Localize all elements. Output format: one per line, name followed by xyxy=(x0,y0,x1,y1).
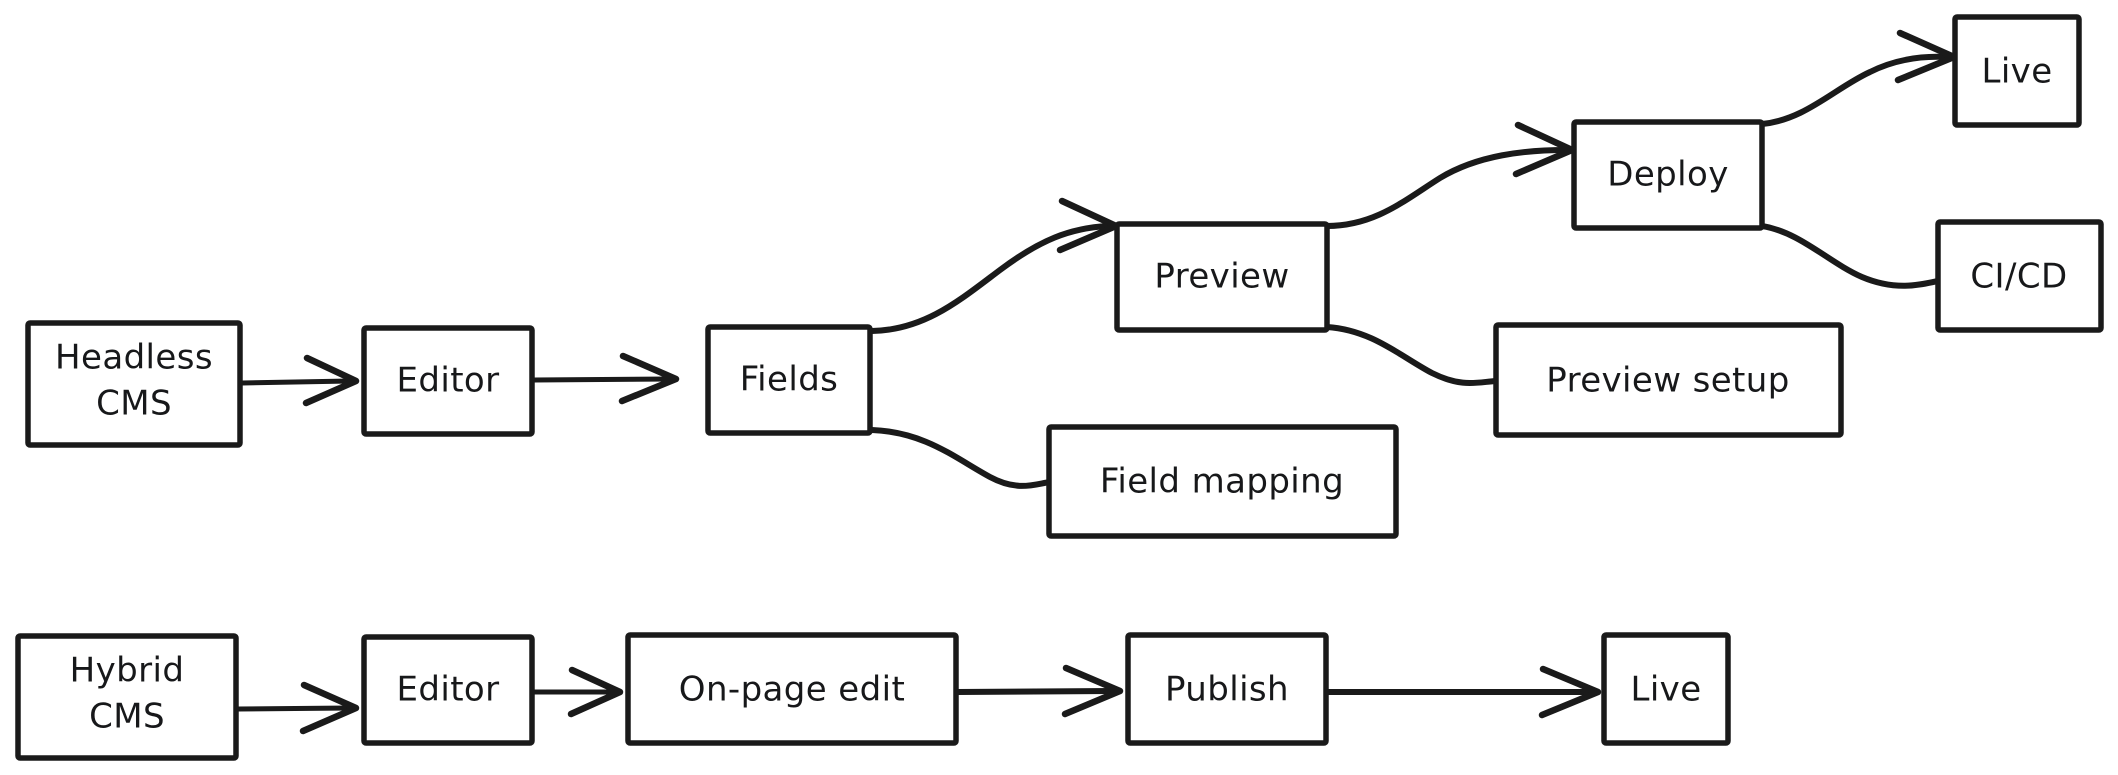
edge-headless-cms-to-editor xyxy=(239,354,360,407)
node-deploy[interactable]: Deploy xyxy=(1571,119,1765,231)
node-preview-setup-label: Preview setup xyxy=(1546,361,1789,401)
node-hybrid-cms[interactable]: Hybrid CMS xyxy=(15,633,239,761)
node-preview-label: Preview xyxy=(1154,257,1289,297)
node-live-bottom-label: Live xyxy=(1630,670,1701,710)
edge-fields-to-preview xyxy=(869,197,1120,334)
node-editor-bottom-label: Editor xyxy=(396,670,499,710)
node-editor-top-label: Editor xyxy=(396,361,499,401)
edge-deploy-to-live xyxy=(1759,29,1958,127)
node-live-top[interactable]: Live xyxy=(1952,14,2082,128)
node-editor-top[interactable]: Editor xyxy=(361,325,535,437)
edge-editor-to-on-page-edit xyxy=(531,666,624,718)
node-preview[interactable]: Preview xyxy=(1114,221,1330,333)
edge-publish-to-live xyxy=(1324,665,1602,719)
node-headless-cms-label-line2: CMS xyxy=(96,384,172,424)
edge-hybrid-cms-to-editor xyxy=(235,681,360,735)
edge-preview-to-preview-setup xyxy=(1324,324,1499,387)
node-fields-label: Fields xyxy=(740,360,839,400)
node-hybrid-cms-label-line1: Hybrid xyxy=(70,651,185,691)
node-hybrid-cms-label-line2: CMS xyxy=(89,697,165,737)
edge-deploy-to-ci-cd xyxy=(1759,223,1941,289)
node-ci-cd[interactable]: CI/CD xyxy=(1935,219,2104,333)
node-preview-setup[interactable]: Preview setup xyxy=(1493,322,1844,438)
node-headless-cms-label-line1: Headless xyxy=(55,338,213,378)
node-live-bottom[interactable]: Live xyxy=(1601,632,1731,746)
edge-preview-to-deploy xyxy=(1324,121,1576,229)
node-field-mapping[interactable]: Field mapping xyxy=(1046,424,1399,539)
node-ci-cd-label: CI/CD xyxy=(1970,257,2067,297)
node-on-page-edit-label: On-page edit xyxy=(679,670,905,710)
node-editor-bottom[interactable]: Editor xyxy=(361,634,535,746)
node-publish-label: Publish xyxy=(1165,670,1289,710)
node-field-mapping-label: Field mapping xyxy=(1100,462,1344,502)
node-fields[interactable]: Fields xyxy=(705,324,873,436)
node-on-page-edit[interactable]: On-page edit xyxy=(625,632,959,746)
node-live-top-label: Live xyxy=(1981,52,2052,92)
node-headless-cms[interactable]: Headless CMS xyxy=(25,320,243,448)
node-publish[interactable]: Publish xyxy=(1125,632,1329,746)
edge-editor-to-fields xyxy=(531,352,680,405)
node-deploy-label: Deploy xyxy=(1607,155,1728,195)
edge-fields-to-field-mapping xyxy=(869,427,1053,489)
edge-on-page-edit-to-publish xyxy=(954,664,1124,718)
